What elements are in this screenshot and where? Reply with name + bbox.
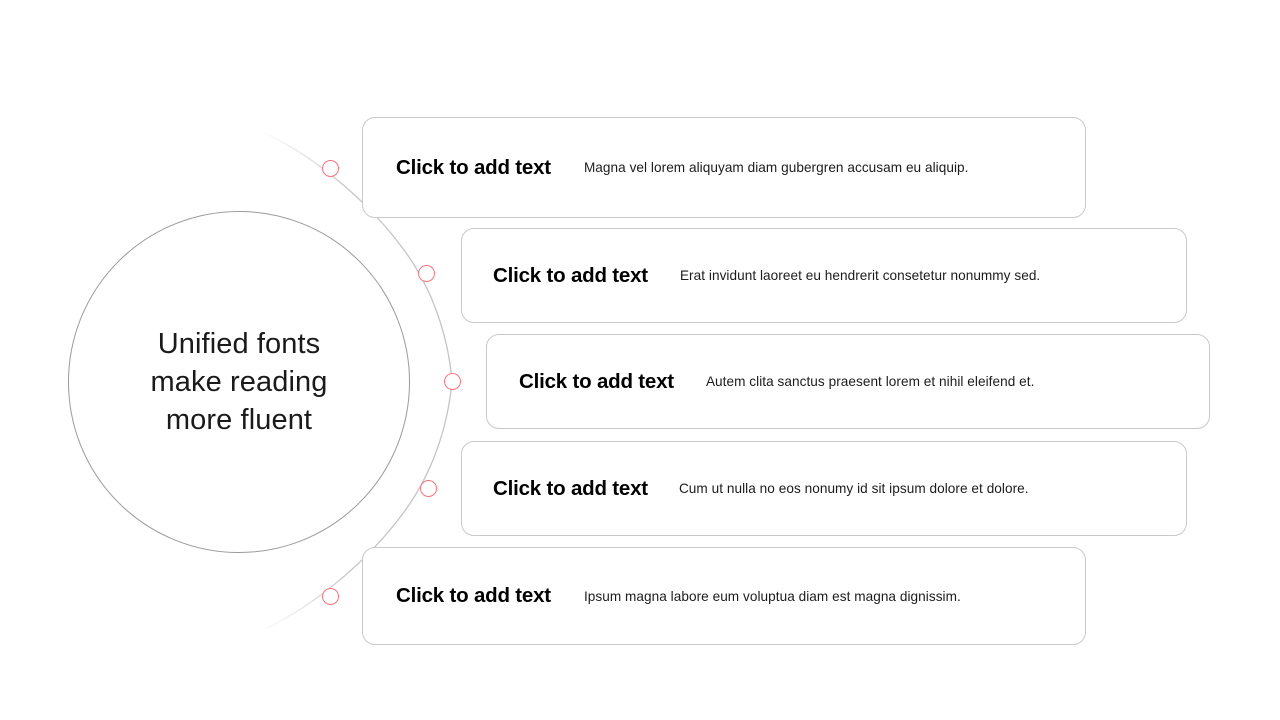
marker-1-icon[interactable] <box>322 160 339 177</box>
marker-2-icon[interactable] <box>418 265 435 282</box>
content-card-4[interactable]: Click to add text Cum ut nulla no eos no… <box>461 441 1187 536</box>
marker-5-icon[interactable] <box>322 588 339 605</box>
card-4-body: Cum ut nulla no eos nonumy id sit ipsum … <box>678 481 1029 496</box>
content-card-2[interactable]: Click to add text Erat invidunt laoreet … <box>461 228 1187 323</box>
center-circle[interactable]: Unified fonts make reading more fluent <box>68 211 410 553</box>
card-3-title: Click to add text <box>519 369 674 393</box>
content-card-1[interactable]: Click to add text Magna vel lorem aliquy… <box>362 117 1086 218</box>
card-2-body: Erat invidunt laoreet eu hendrerit conse… <box>679 268 1041 283</box>
marker-4-icon[interactable] <box>420 480 437 497</box>
card-4-title: Click to add text <box>493 476 648 500</box>
content-card-3[interactable]: Click to add text Autem clita sanctus pr… <box>486 334 1210 429</box>
marker-3-icon[interactable] <box>444 373 461 390</box>
content-card-5[interactable]: Click to add text Ipsum magna labore eum… <box>362 547 1086 645</box>
card-5-title: Click to add text <box>396 584 551 607</box>
card-1-title: Click to add text <box>396 155 551 179</box>
card-5-body: Ipsum magna labore eum voluptua diam est… <box>583 588 961 604</box>
center-circle-label: Unified fonts make reading more fluent <box>150 328 328 436</box>
card-3-body: Autem clita sanctus praesent lorem et ni… <box>705 374 1035 389</box>
card-1-body: Magna vel lorem aliquyam diam gubergren … <box>583 160 969 175</box>
card-2-title: Click to add text <box>493 263 648 287</box>
